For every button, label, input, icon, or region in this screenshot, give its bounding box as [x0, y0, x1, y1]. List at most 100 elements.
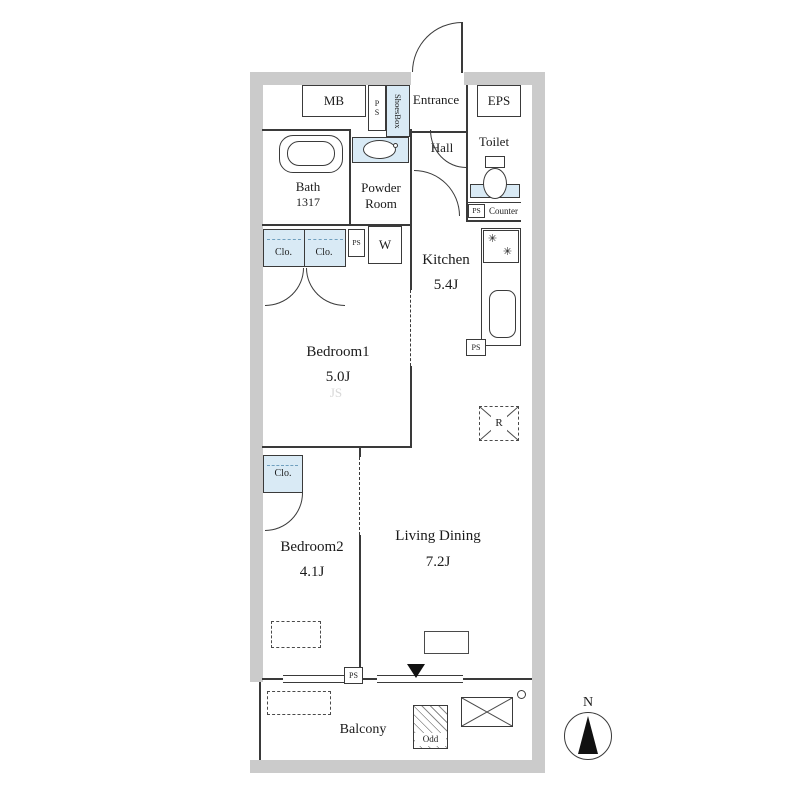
bedroom1-right-wall-lower — [410, 366, 412, 448]
toilet-text: Toilet — [478, 134, 510, 150]
balcony-text: Balcony — [339, 722, 387, 738]
closet-hanger-rail-1 — [267, 239, 301, 240]
toilet-door-arc-icon — [430, 130, 466, 168]
counter-label: Counter — [487, 204, 520, 218]
powder-room-text: Powder Room — [361, 180, 401, 211]
living-dining-text: Living Dining — [395, 528, 481, 545]
powder-door-arc-icon — [414, 170, 460, 216]
bedroom2-right-wall-bottom — [359, 535, 361, 682]
eps-label: EPS — [487, 92, 511, 108]
closet2-label: Clo. — [305, 246, 343, 259]
bedroom2-closet — [263, 455, 303, 493]
bedroom1-bottom-wall — [262, 446, 411, 448]
balcony-odd-box: Odd — [413, 705, 448, 749]
stove-burner-icon: ✳ — [485, 232, 500, 247]
closet1-text: Clo. — [275, 246, 292, 258]
toilet-left-wall — [466, 85, 468, 222]
entrance-door-leaf — [461, 22, 463, 73]
bath-powder-wall — [349, 129, 351, 226]
counter-text: Counter — [489, 205, 518, 216]
bedroom1-right-wall-upper — [410, 129, 412, 290]
north-label: N — [574, 695, 602, 711]
faucet-icon — [393, 143, 398, 148]
drain-icon — [517, 690, 526, 699]
watermark: JS — [312, 384, 360, 402]
washer-text: W — [378, 236, 392, 252]
kitchen-text: Kitchen — [422, 251, 470, 268]
entrance-text: Entrance — [412, 91, 460, 107]
toilet-bowl-icon — [483, 168, 507, 199]
wall-left — [250, 72, 263, 682]
bedroom2-sliding-door — [359, 457, 360, 535]
bedroom1-size-text: 5.0J — [325, 369, 351, 386]
pipe-space-top: PS — [368, 85, 386, 131]
entrance-opening — [411, 72, 464, 85]
entrance-door-arc-icon — [412, 22, 462, 72]
bath-top-wall — [262, 129, 350, 131]
bedroom2-size-label: 4.1J — [262, 564, 362, 582]
kitchen-size-label: 5.4J — [412, 277, 480, 294]
bedroom2-text: Bedroom2 — [280, 539, 344, 556]
mb-label: MB — [323, 92, 345, 108]
ps-top-label: PS — [372, 99, 382, 117]
toilet-ps-box: PS — [468, 204, 485, 218]
bath-size-label: 1317 — [280, 195, 336, 210]
bedroom1-text: Bedroom1 — [306, 344, 370, 361]
bath-text: Bath — [295, 178, 321, 194]
crossed-box-icon — [462, 698, 512, 726]
closet-ps-text: PS — [352, 237, 361, 247]
window-ps-box: PS — [344, 667, 363, 684]
balcony-crossed-box — [461, 697, 513, 727]
balcony-left-line — [259, 682, 261, 760]
bedroom1-size-label: 5.0J — [288, 369, 388, 387]
wet-area-bottom-wall — [262, 224, 412, 226]
entrance-label: Entrance — [405, 92, 467, 108]
bedroom2-closet-door-arc-icon — [265, 493, 303, 531]
watermark-text: JS — [329, 384, 343, 400]
wall-top — [250, 72, 545, 85]
toilet-label: Toilet — [469, 134, 519, 150]
fridge-label: R — [491, 416, 507, 431]
odd-text: Odd — [422, 734, 439, 745]
powder-room-label: Powder Room — [351, 180, 411, 214]
shoesbox-label: ShoesBox — [393, 93, 403, 129]
toilet-tank-icon — [485, 156, 505, 168]
closet-hanger-rail-2 — [308, 239, 343, 240]
kitchen-ps-box: PS — [466, 339, 486, 356]
bedroom2-label: Bedroom2 — [262, 539, 362, 557]
kitchen-sink-icon — [489, 290, 516, 338]
direction-triangle-icon — [407, 664, 425, 678]
vanity-sink-icon — [363, 140, 396, 159]
closet-door-arc-left-icon — [265, 268, 304, 306]
washer-box: W — [368, 226, 402, 264]
eps-box: EPS — [477, 85, 521, 117]
bedroom2-closet-text: Clo. — [274, 467, 292, 479]
fridge-space: R — [479, 406, 519, 441]
wall-right — [532, 72, 545, 773]
shoes-box: ShoesBox — [386, 85, 410, 137]
bath-size-text: 1317 — [296, 194, 320, 209]
bathtub-inner-icon — [287, 141, 335, 166]
balcony-label: Balcony — [322, 722, 404, 739]
odd-label: Odd — [415, 733, 446, 746]
meter-box: MB — [302, 85, 366, 117]
closet1-label: Clo. — [265, 246, 302, 259]
living-dining-size-text: 7.2J — [425, 554, 451, 571]
fridge-text: R — [495, 417, 503, 430]
bedroom2-size-text: 4.1J — [299, 564, 325, 581]
window-ps-text: PS — [349, 670, 358, 680]
stove-box — [483, 230, 519, 263]
living-dining-size-label: 7.2J — [382, 554, 494, 572]
burner-glyph-2: ✳ — [502, 246, 513, 259]
bedroom1-sliding-door — [410, 290, 411, 366]
stove-burner-icon-2: ✳ — [500, 245, 515, 260]
bedroom2-closet-rail — [267, 465, 298, 466]
bedroom2-window — [283, 675, 345, 683]
toilet-counter-line — [467, 202, 521, 204]
bedroom2-furniture-outline — [271, 621, 321, 648]
kitchen-label: Kitchen — [412, 252, 480, 269]
closet-divider — [304, 229, 306, 267]
closet-door-arc-right-icon — [306, 268, 345, 306]
closet2-text: Clo. — [315, 246, 333, 258]
